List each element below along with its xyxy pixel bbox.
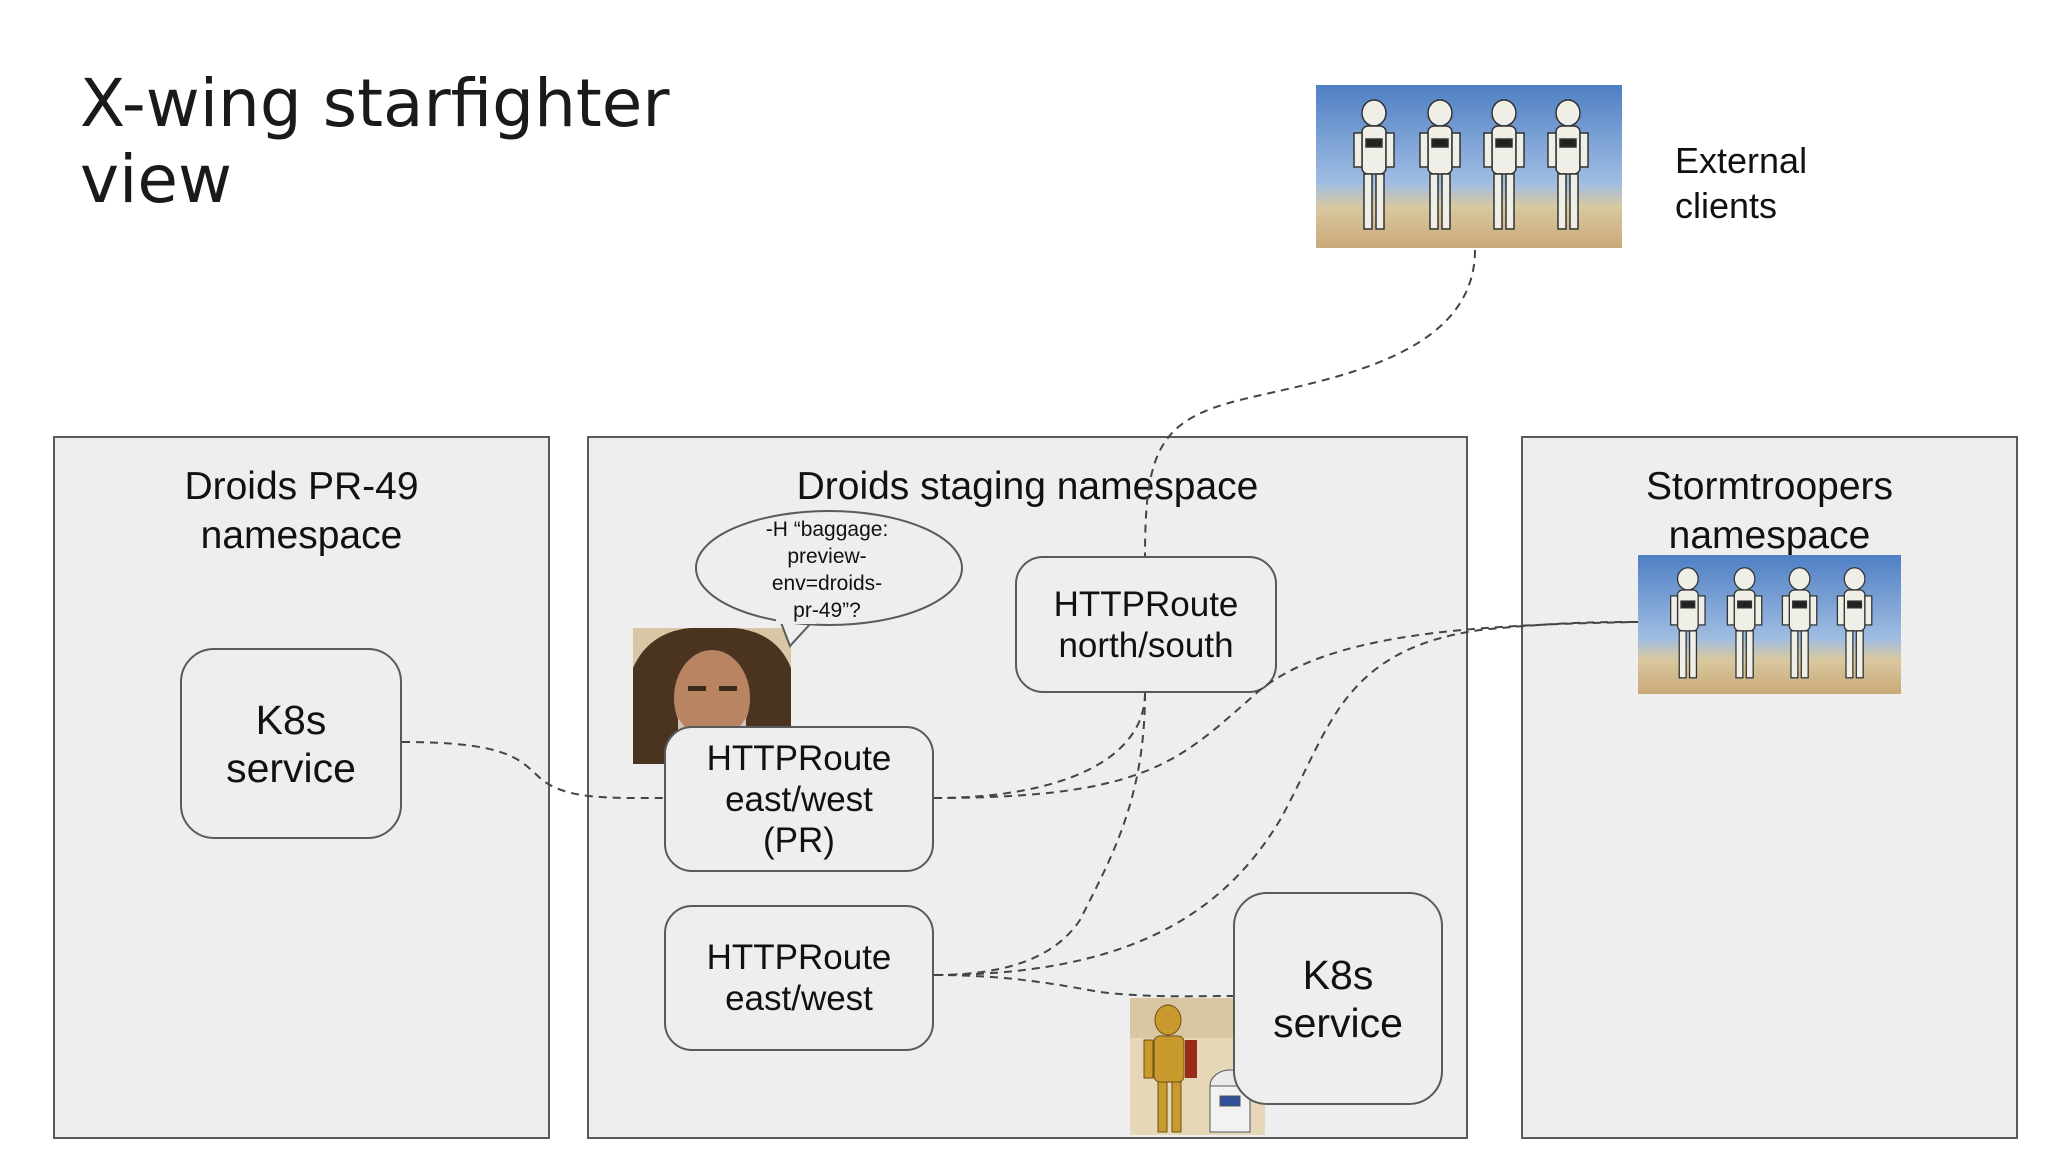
connector-north-south-to-route-ew bbox=[933, 692, 1146, 976]
droids-photo bbox=[1130, 998, 1265, 1135]
droids-icon bbox=[1130, 998, 1265, 1135]
connector-pr-service-to-route-pr bbox=[401, 741, 665, 800]
stormtroopers-photo bbox=[1638, 555, 1901, 694]
droids-pr-49-namespace-title: Droids PR-49 namespace bbox=[184, 465, 419, 557]
slide-title: X-wing starfighter view bbox=[80, 65, 670, 218]
connector-route-pr-to-stormtroopers bbox=[933, 621, 1639, 799]
connector-external-to-north-south bbox=[1144, 249, 1476, 557]
httproute-east-west-box[interactable]: HTTPRoute east/west bbox=[664, 905, 934, 1051]
stormtroopers-namespace-title: Stormtroopers namespace bbox=[1645, 465, 1894, 557]
pr-k8s-service-box[interactable]: K8s service bbox=[180, 648, 402, 839]
httproute-north-south-box[interactable]: HTTPRoute north/south bbox=[1015, 556, 1277, 693]
httproute-east-west-pr-box[interactable]: HTTPRoute east/west (PR) bbox=[664, 726, 934, 872]
connector-route-ew-to-staging-service bbox=[933, 974, 1234, 998]
speech-bubble-text: -H “baggage: preview- env=droids- pr-49”… bbox=[765, 518, 889, 622]
external-clients-photo bbox=[1316, 85, 1622, 248]
stormtroopers-namespace: Stormtroopers namespace bbox=[1521, 436, 2018, 1139]
external-clients-label: External clients bbox=[1675, 140, 1808, 226]
stormtroopers-namespace-icon bbox=[1638, 555, 1901, 694]
connector-route-ew-to-stormtroopers bbox=[933, 621, 1639, 976]
speech-bubble bbox=[695, 510, 963, 648]
stormtroopers-icon bbox=[1316, 85, 1622, 248]
droids-staging-namespace-title: Droids staging namespace bbox=[796, 465, 1259, 508]
connector-north-south-to-route-pr bbox=[933, 692, 1146, 799]
staging-k8s-service-box[interactable]: K8s service bbox=[1233, 892, 1443, 1105]
